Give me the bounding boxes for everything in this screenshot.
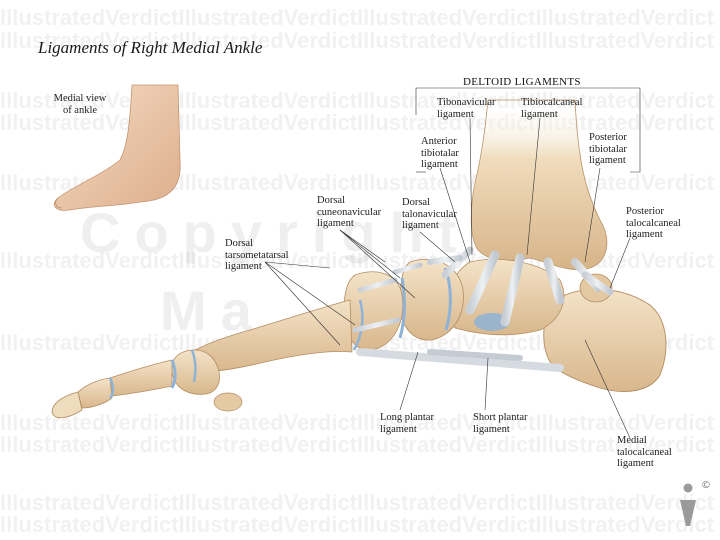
watermark-copyright: Copyright xyxy=(80,201,471,264)
deltoid-ligaments-header: DELTOID LIGAMENTS xyxy=(463,76,581,88)
leader-lines xyxy=(264,87,641,439)
inset-foot xyxy=(53,84,181,211)
watermark-ma: Ma xyxy=(160,279,266,342)
label-posterior-tibiotalar-ligament: Posterior tibiotalar ligament xyxy=(589,132,627,166)
watermark-row: IllustratedVerdictIllustratedVerdictIllu… xyxy=(0,490,715,515)
label-tibiocalcaneal-ligament: Tibiocalcaneal ligament xyxy=(521,97,583,120)
label-tibonavicular-ligament: Tibonavicular ligament xyxy=(437,97,496,120)
label-short-plantar-ligament: Short plantar ligament xyxy=(473,412,528,435)
watermark-row: IllustratedVerdictIllustratedVerdictIllu… xyxy=(0,410,715,435)
label-medial-talocalcaneal-ligament: Medial talocalcaneal ligament xyxy=(617,435,672,469)
watermark-row: IllustratedVerdictIllustratedVerdictIllu… xyxy=(0,28,715,53)
label-dorsal-talonavicular-ligament: Dorsal talonavicular ligament xyxy=(402,197,457,231)
watermark-row: IllustratedVerdictIllustratedVerdictIllu… xyxy=(0,5,715,30)
copyright-symbol: © xyxy=(701,480,711,491)
watermark-row: IllustratedVerdictIllustratedVerdictIllu… xyxy=(0,110,715,135)
forefoot-bones xyxy=(51,299,353,419)
tibia-bone xyxy=(470,99,608,271)
inset-label: Medial view of ankle xyxy=(53,93,107,116)
watermark-row: IllustratedVerdictIllustratedVerdictIllu… xyxy=(0,512,715,537)
label-anterior-tibiotalar-ligament: Anterior tibiotalar ligament xyxy=(421,136,459,170)
publisher-logo xyxy=(680,483,696,526)
page-title: Ligaments of Right Medial Ankle xyxy=(38,38,263,57)
ligament-fibres xyxy=(352,246,614,372)
label-dorsal-tarsometatarsal-ligament: Dorsal tarsometatarsal ligament xyxy=(225,238,289,272)
label-dorsal-cuneonavicular-ligament: Dorsal cuneonavicular ligament xyxy=(317,195,382,229)
midfoot-bones xyxy=(343,258,565,351)
watermark-row: IllustratedVerdictIllustratedVerdictIllu… xyxy=(0,432,715,457)
label-long-plantar-ligament: Long plantar ligament xyxy=(380,412,434,435)
label-posterior-talocalcaneal-ligament: Posterior talocalcaneal ligament xyxy=(626,206,681,240)
watermark-row: IllustratedVerdictIllustratedVerdictIllu… xyxy=(0,88,715,113)
